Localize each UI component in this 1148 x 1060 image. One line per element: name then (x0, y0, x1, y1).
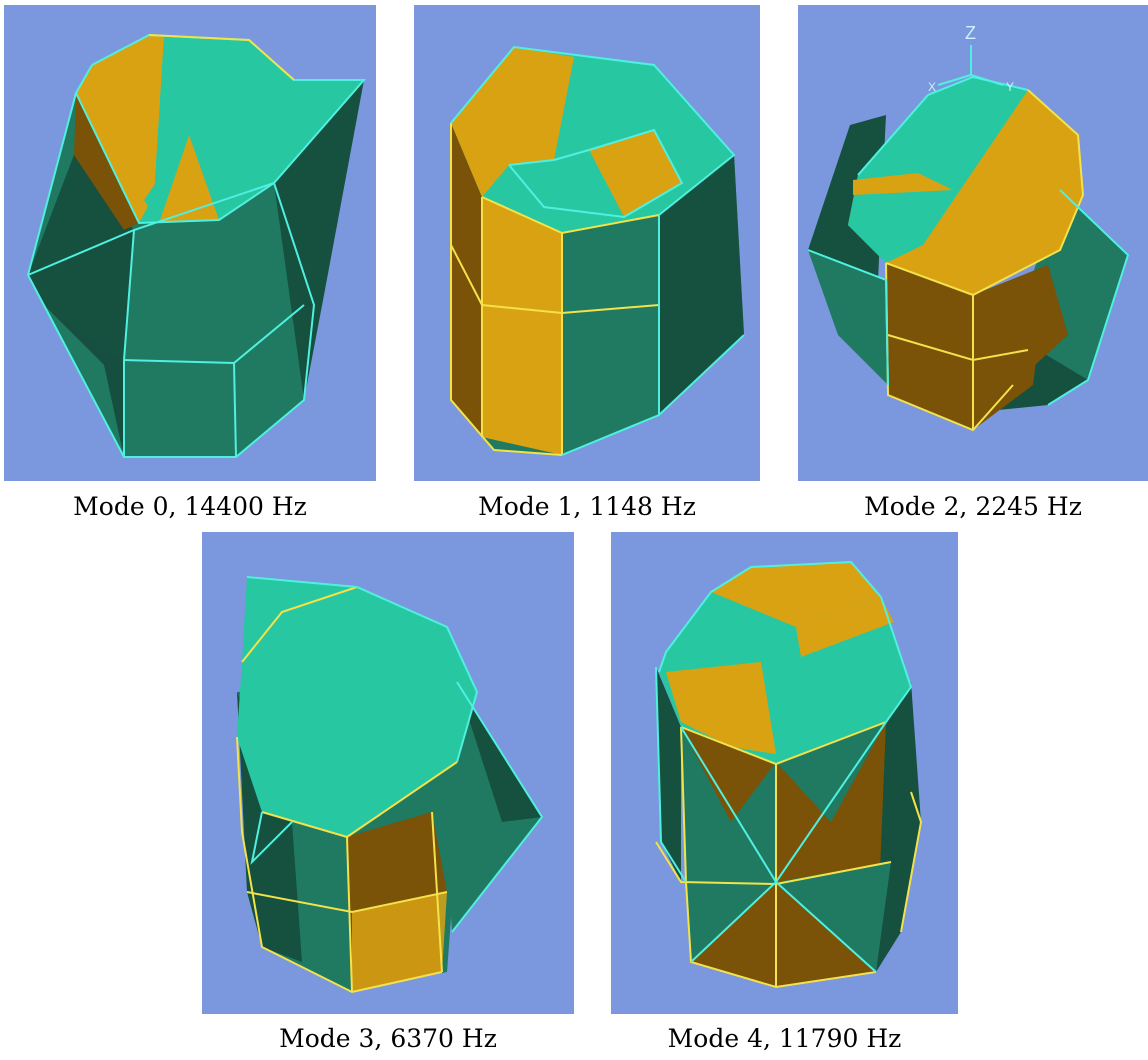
mode-2-caption: Mode 2, 2245 Hz (864, 492, 1082, 521)
mode-2-mesh: Z X Y (798, 5, 1148, 481)
mode-3-caption: Mode 3, 6370 Hz (279, 1024, 497, 1053)
mode-3-mesh (202, 532, 574, 1014)
mode-3-render (202, 532, 574, 1014)
axis-z-label: Z (965, 23, 976, 43)
mode-0-render (4, 5, 376, 481)
axis-y-label: Y (1006, 80, 1014, 94)
mode-0-mesh (4, 5, 376, 481)
mode-0-caption: Mode 0, 14400 Hz (73, 492, 307, 521)
mode-1-mesh (414, 5, 760, 481)
mode-1-caption: Mode 1, 1148 Hz (478, 492, 696, 521)
mode-1-render (414, 5, 760, 481)
mode-2-render: Z X Y (798, 5, 1148, 481)
mode-4-mesh (611, 532, 958, 1014)
mode-4-render (611, 532, 958, 1014)
mode-4-caption: Mode 4, 11790 Hz (667, 1024, 902, 1053)
axis-x-label: X (928, 80, 936, 94)
